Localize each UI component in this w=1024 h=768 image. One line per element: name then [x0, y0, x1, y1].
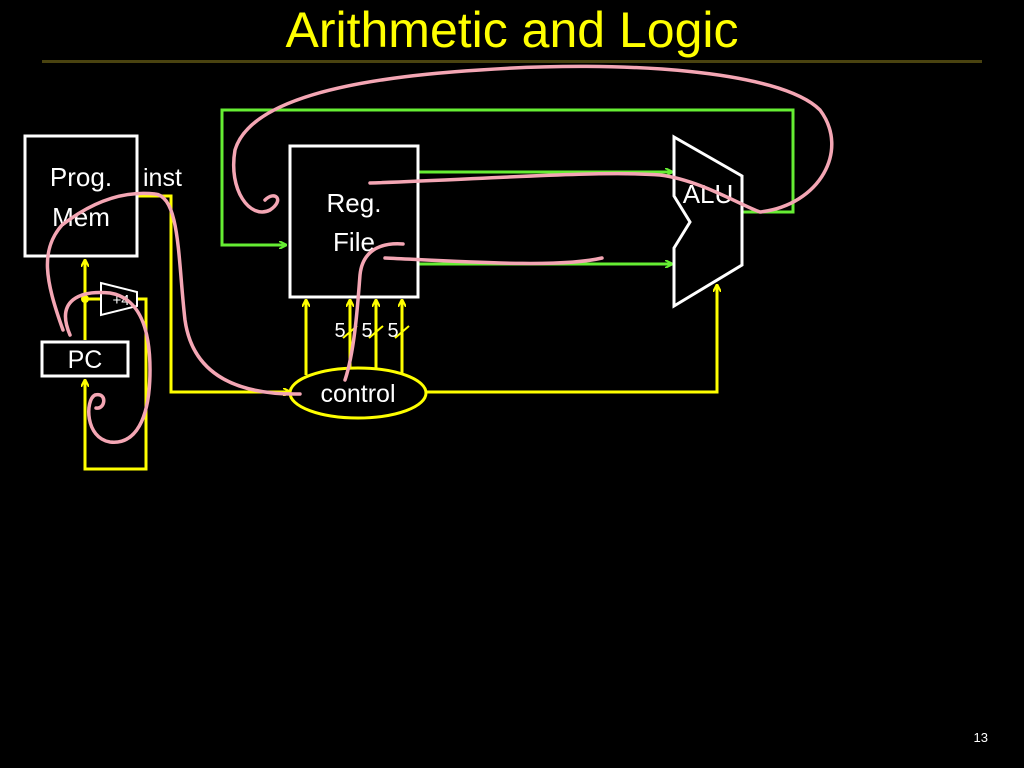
- pc-box: [40, 340, 130, 378]
- ink-pc-loop: [45, 191, 302, 396]
- control-to-alu-wire: [427, 285, 717, 394]
- slide-title: Arithmetic and Logic: [285, 2, 739, 58]
- prog-mem-box: [23, 134, 139, 258]
- ink-pc-increment: [63, 290, 152, 444]
- reg-file-label-line1: Reg.: [327, 188, 382, 218]
- ink-annotations: [45, 64, 834, 444]
- bus-width-label-1: 5: [334, 320, 345, 342]
- pc-label: PC: [68, 346, 103, 374]
- alu-shape: [672, 134, 744, 309]
- bus-width-label-3: 5: [387, 320, 398, 342]
- adder-to-pc-loop-wire: [85, 297, 148, 471]
- bus-width-label-2: 5: [361, 320, 372, 342]
- adder-shape: [100, 281, 138, 317]
- prog-mem-label-line1: Prog.: [50, 162, 112, 192]
- ink-regfile-read: [343, 242, 604, 382]
- slide-number: 13: [973, 730, 988, 745]
- title-divider: [42, 60, 982, 63]
- alu-writeback-wire: [220, 108, 795, 245]
- reg-file-label-line2: File: [333, 227, 375, 257]
- pc-junction-dot: [81, 295, 89, 303]
- inst-to-control-wire: [137, 194, 290, 392]
- control-label: control: [320, 380, 395, 408]
- inst-label: inst: [143, 164, 182, 192]
- ink-regfile-loop: [232, 64, 834, 214]
- reg-file-box: [288, 144, 420, 299]
